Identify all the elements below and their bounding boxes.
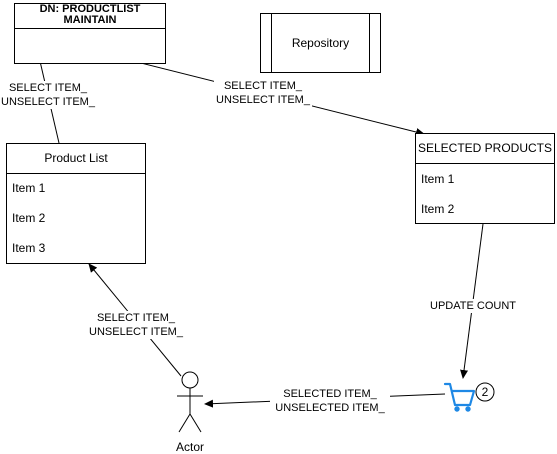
shopping-cart-icon — [443, 382, 476, 412]
selected-products-item: Item 2 — [421, 202, 455, 216]
actor-icon — [177, 371, 203, 433]
edge-label-actor-to-productlist: SELECT ITEM_ UNSELECT ITEM_ — [86, 311, 186, 339]
product-list-box: Product List Item 1 Item 2 Item 3 — [6, 143, 146, 264]
repository-right-bar — [369, 14, 370, 72]
product-list-item: Item 1 — [12, 181, 46, 195]
actor-label: Actor — [175, 440, 204, 454]
product-list-item: Item 3 — [12, 241, 46, 255]
selected-products-item: Item 1 — [421, 172, 455, 186]
cart-badge-circle — [475, 382, 495, 402]
edge-label-productlist-to-maintain: SELECT ITEM_ UNSELECT ITEM_ — [0, 81, 96, 109]
maintain-title: DN: PRODUCTLIST MAINTAIN — [15, 4, 165, 29]
cart-badge: 2 — [481, 385, 489, 399]
selected-products-title: SELECTED PRODUCTS — [416, 134, 554, 164]
repository-box: Repository — [260, 13, 381, 73]
edge-label-cart-to-actor: SELECTED ITEM_ UNSELECTED ITEM_ — [270, 387, 390, 415]
product-list-title: Product List — [7, 144, 145, 174]
repository-label: Repository — [291, 36, 350, 50]
edge-label-maintain-to-selected: SELECT ITEM_ UNSELECT ITEM_ — [214, 79, 312, 107]
selected-products-box: SELECTED PRODUCTS Item 1 Item 2 — [415, 133, 555, 224]
repository-left-bar — [271, 14, 272, 72]
maintain-box: DN: PRODUCTLIST MAINTAIN — [14, 3, 166, 64]
product-list-item: Item 2 — [12, 211, 46, 225]
edge-label-selected-to-cart: UPDATE COUNT — [426, 299, 520, 313]
